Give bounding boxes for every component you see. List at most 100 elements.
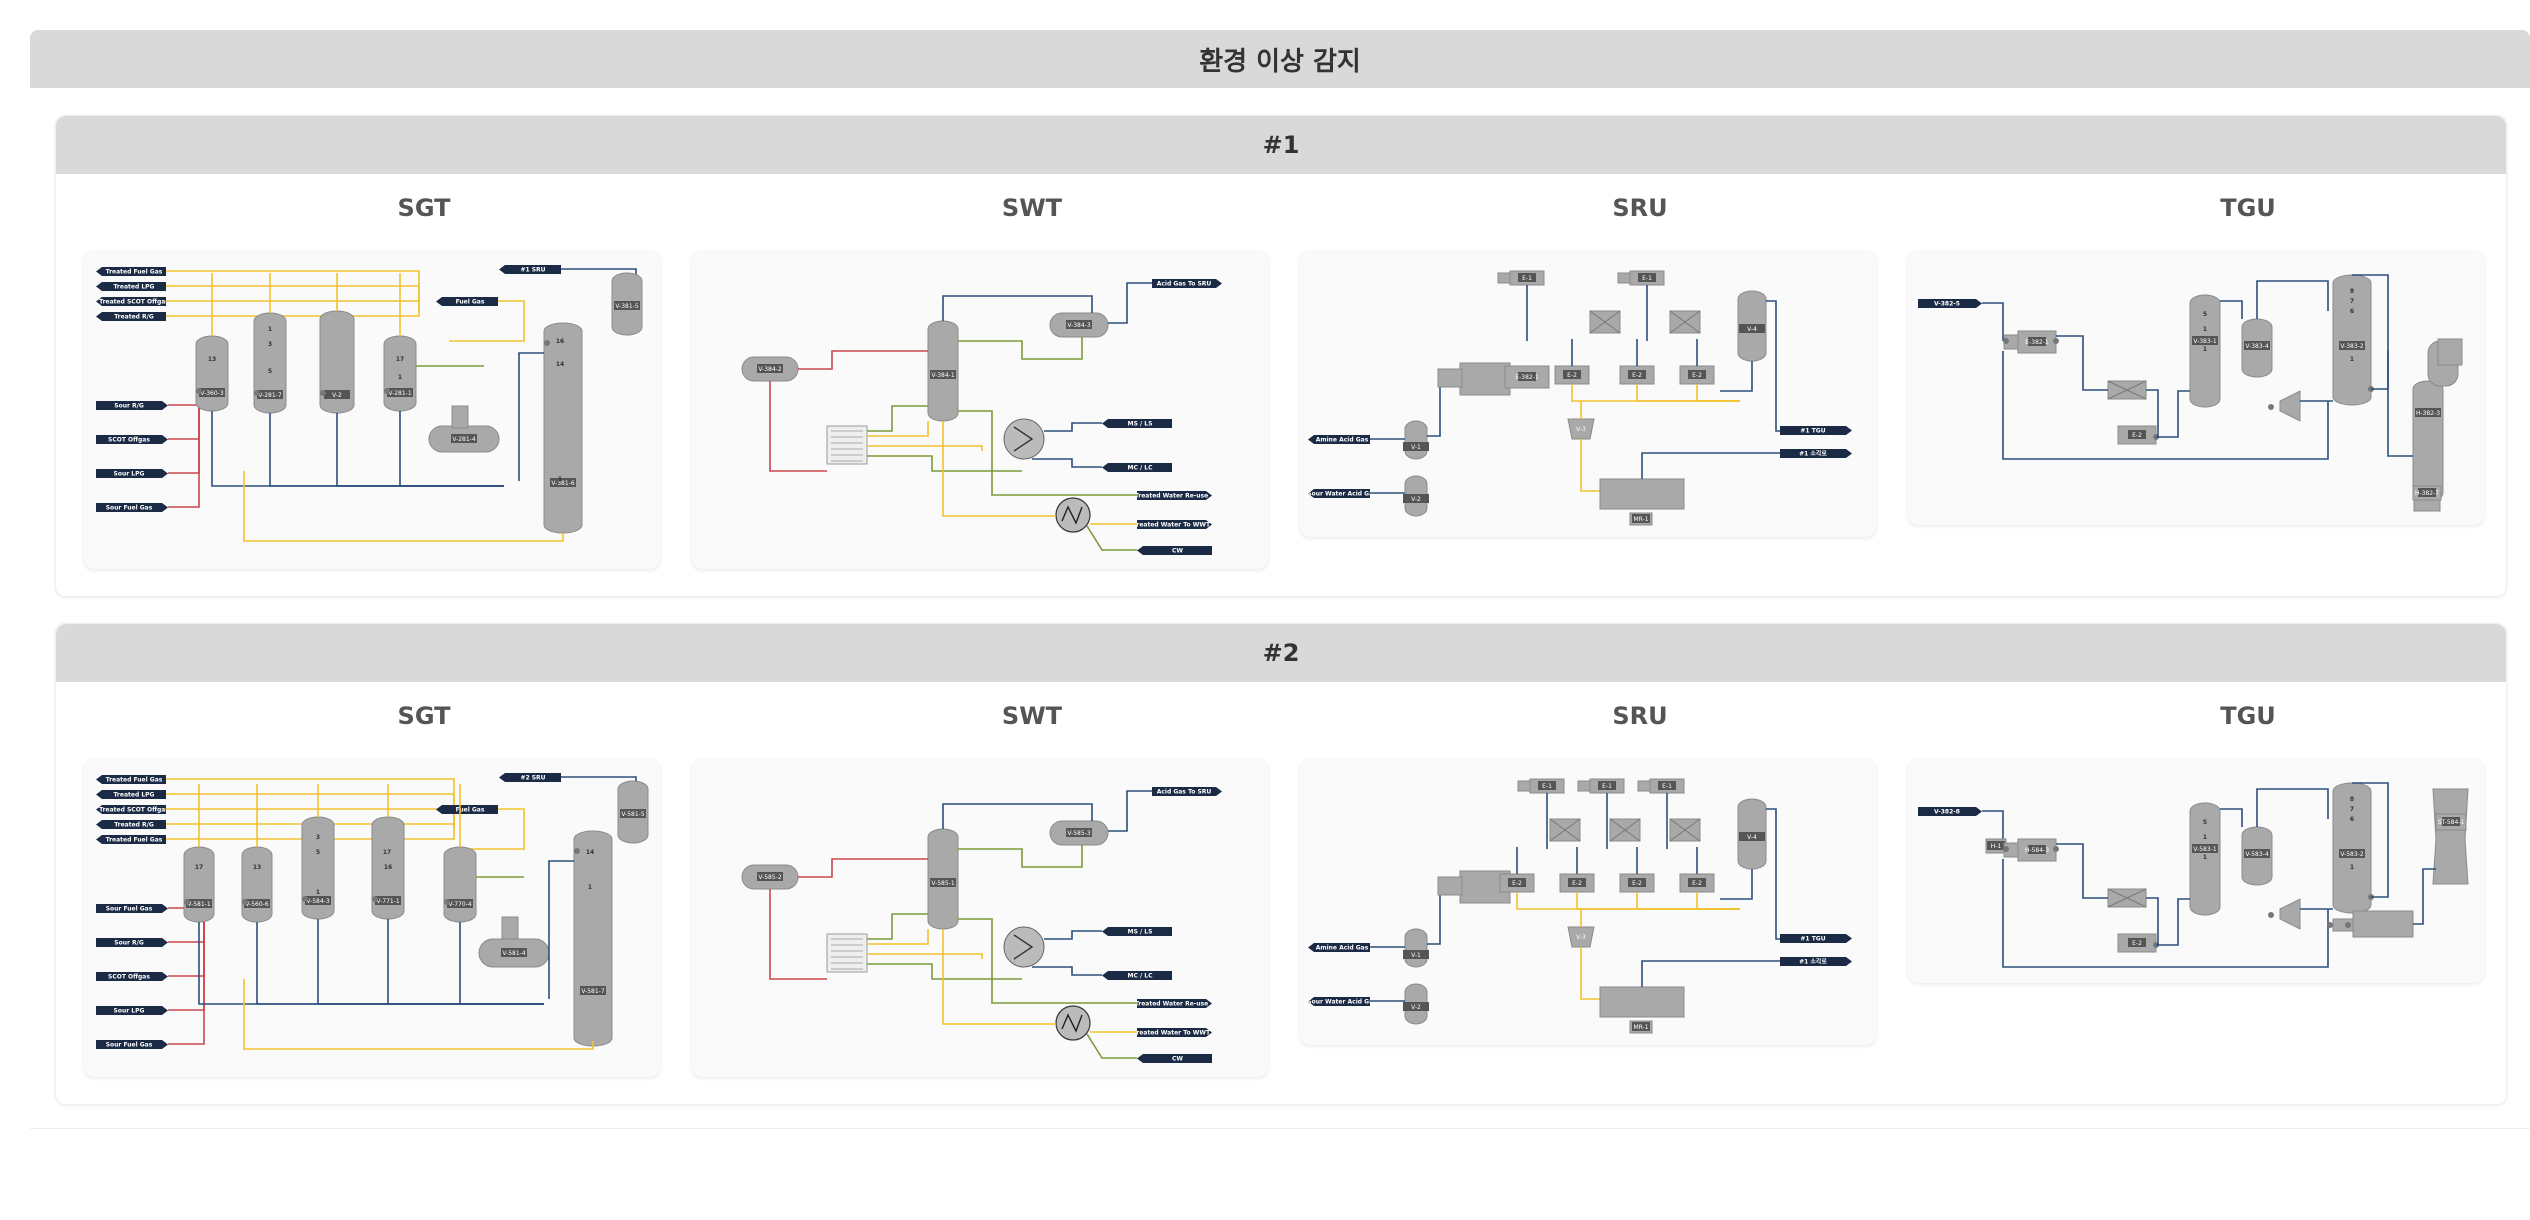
vessel xyxy=(2189,294,2221,408)
stream-tag-label: Treated LPG xyxy=(114,792,155,799)
equipment-label-box xyxy=(1568,878,1586,887)
panel-title-swt: SWT xyxy=(1001,702,1063,730)
stream-tag-label: Treated LPG xyxy=(114,284,155,291)
equipment-label-box xyxy=(1066,320,1092,329)
tray-number: 1 xyxy=(558,476,562,483)
pipe-line xyxy=(449,808,525,850)
equipment-label: V-585-3 xyxy=(1067,830,1091,837)
panel-title-sgt: SGT xyxy=(397,194,451,222)
equipment-label-box xyxy=(447,899,473,908)
pipe-line xyxy=(1580,947,1600,1000)
equipment-label: V-384-1 xyxy=(931,372,955,379)
pipe-line xyxy=(1516,892,1740,910)
vessel xyxy=(443,846,477,923)
equipment-label: V-581-1 xyxy=(187,901,211,908)
pipe-line xyxy=(1766,300,1780,432)
stream-tag-label: MS / LS xyxy=(1128,929,1153,936)
equipment-label: V-2 xyxy=(1411,496,1421,503)
equipment-label: V-583-4 xyxy=(2245,851,2269,858)
heat-exchanger xyxy=(826,425,868,465)
equipment-label-box xyxy=(2192,844,2218,853)
stream-tag-label: V-382-8 xyxy=(1934,809,1960,816)
pipe-line xyxy=(2146,897,2159,946)
stream-tag-label: Sour Fuel Gas xyxy=(106,906,153,913)
equipment-label-box xyxy=(550,478,576,487)
pipe-line xyxy=(2158,390,2190,438)
stream-tag-label: SCOT Offgas xyxy=(108,974,150,981)
stream-tag xyxy=(1308,489,1370,498)
equipment-label-box xyxy=(2028,845,2046,854)
equipment-label-box xyxy=(2442,817,2460,826)
pipe-line xyxy=(2352,274,2389,390)
stream-tag-label: Treated Water To WWT xyxy=(1133,522,1211,529)
equipment-label-box xyxy=(501,948,527,957)
tray-number: 1 xyxy=(398,374,402,381)
stream-tag xyxy=(1918,807,1982,816)
cooler xyxy=(1055,1005,1091,1041)
pipe-line xyxy=(1696,384,1740,402)
stream-tag-label: Acid Gas To SRU xyxy=(1157,789,1212,796)
nozzle-dot xyxy=(2003,846,2009,852)
stream-tag-label: Sour R/G xyxy=(114,940,144,947)
stream-tag-label: Treated R/G xyxy=(114,314,154,321)
equipment-label: V-2 xyxy=(1411,1004,1421,1011)
equipment-label-box xyxy=(1739,324,1765,333)
stream-tag-label: Treated Fuel Gas xyxy=(106,269,163,276)
equipment-label: V-583-2 xyxy=(2340,851,2364,858)
mixer-unit xyxy=(1599,986,1685,1018)
equipment-label-box xyxy=(1508,878,1526,887)
stream-tag-label: Treated Water To WWT xyxy=(1133,1030,1211,1037)
equipment-label: V-381-6 xyxy=(551,480,575,487)
equipment-label-box xyxy=(1739,832,1765,841)
pipe-line xyxy=(1427,888,1460,945)
stream-tag xyxy=(96,312,166,321)
boot xyxy=(501,916,519,940)
nozzle-dot xyxy=(2345,922,2351,928)
equipment-label-box xyxy=(1518,273,1536,282)
equipment-label-box xyxy=(1632,514,1650,523)
equipment-label: E-2 xyxy=(2132,432,2142,439)
equipment-label: V-771-1 xyxy=(376,898,400,905)
vessel xyxy=(183,846,215,923)
pipe-line xyxy=(958,410,1137,496)
equipment-label: V-383-2 xyxy=(2340,343,2364,350)
tray-number: 3 xyxy=(316,834,320,841)
equipment-label-box xyxy=(2244,849,2270,858)
pipe-line xyxy=(769,889,827,980)
stream-tag xyxy=(1308,943,1370,952)
unit-header: #1 xyxy=(56,116,2506,174)
equipment-label-box xyxy=(1403,494,1429,503)
unit-title: #1 xyxy=(1262,131,1300,159)
pipe-line xyxy=(1108,282,1152,324)
compressor xyxy=(2279,898,2301,930)
stream-tag xyxy=(96,805,166,814)
equipment-label-box xyxy=(2415,408,2441,417)
nozzle-dot xyxy=(184,899,190,905)
pipe-line xyxy=(867,405,928,432)
equipment-label-box xyxy=(1518,372,1536,381)
tray-number: 17 xyxy=(396,356,404,363)
pipe-line xyxy=(867,913,928,940)
tray-number: 1 xyxy=(2203,854,2207,861)
equipment-label: E-382-1 xyxy=(2025,339,2049,346)
stream-tag xyxy=(96,297,166,306)
nozzle-dot xyxy=(242,899,248,905)
tray-number: 8 xyxy=(2350,796,2354,803)
reheater xyxy=(1517,780,1531,792)
equipment-label-box xyxy=(375,896,401,905)
equipment-label: V-2 xyxy=(332,392,342,399)
tray-number: 14 xyxy=(586,849,594,856)
stream-tag xyxy=(1137,1054,1212,1063)
vessel xyxy=(1404,420,1428,460)
